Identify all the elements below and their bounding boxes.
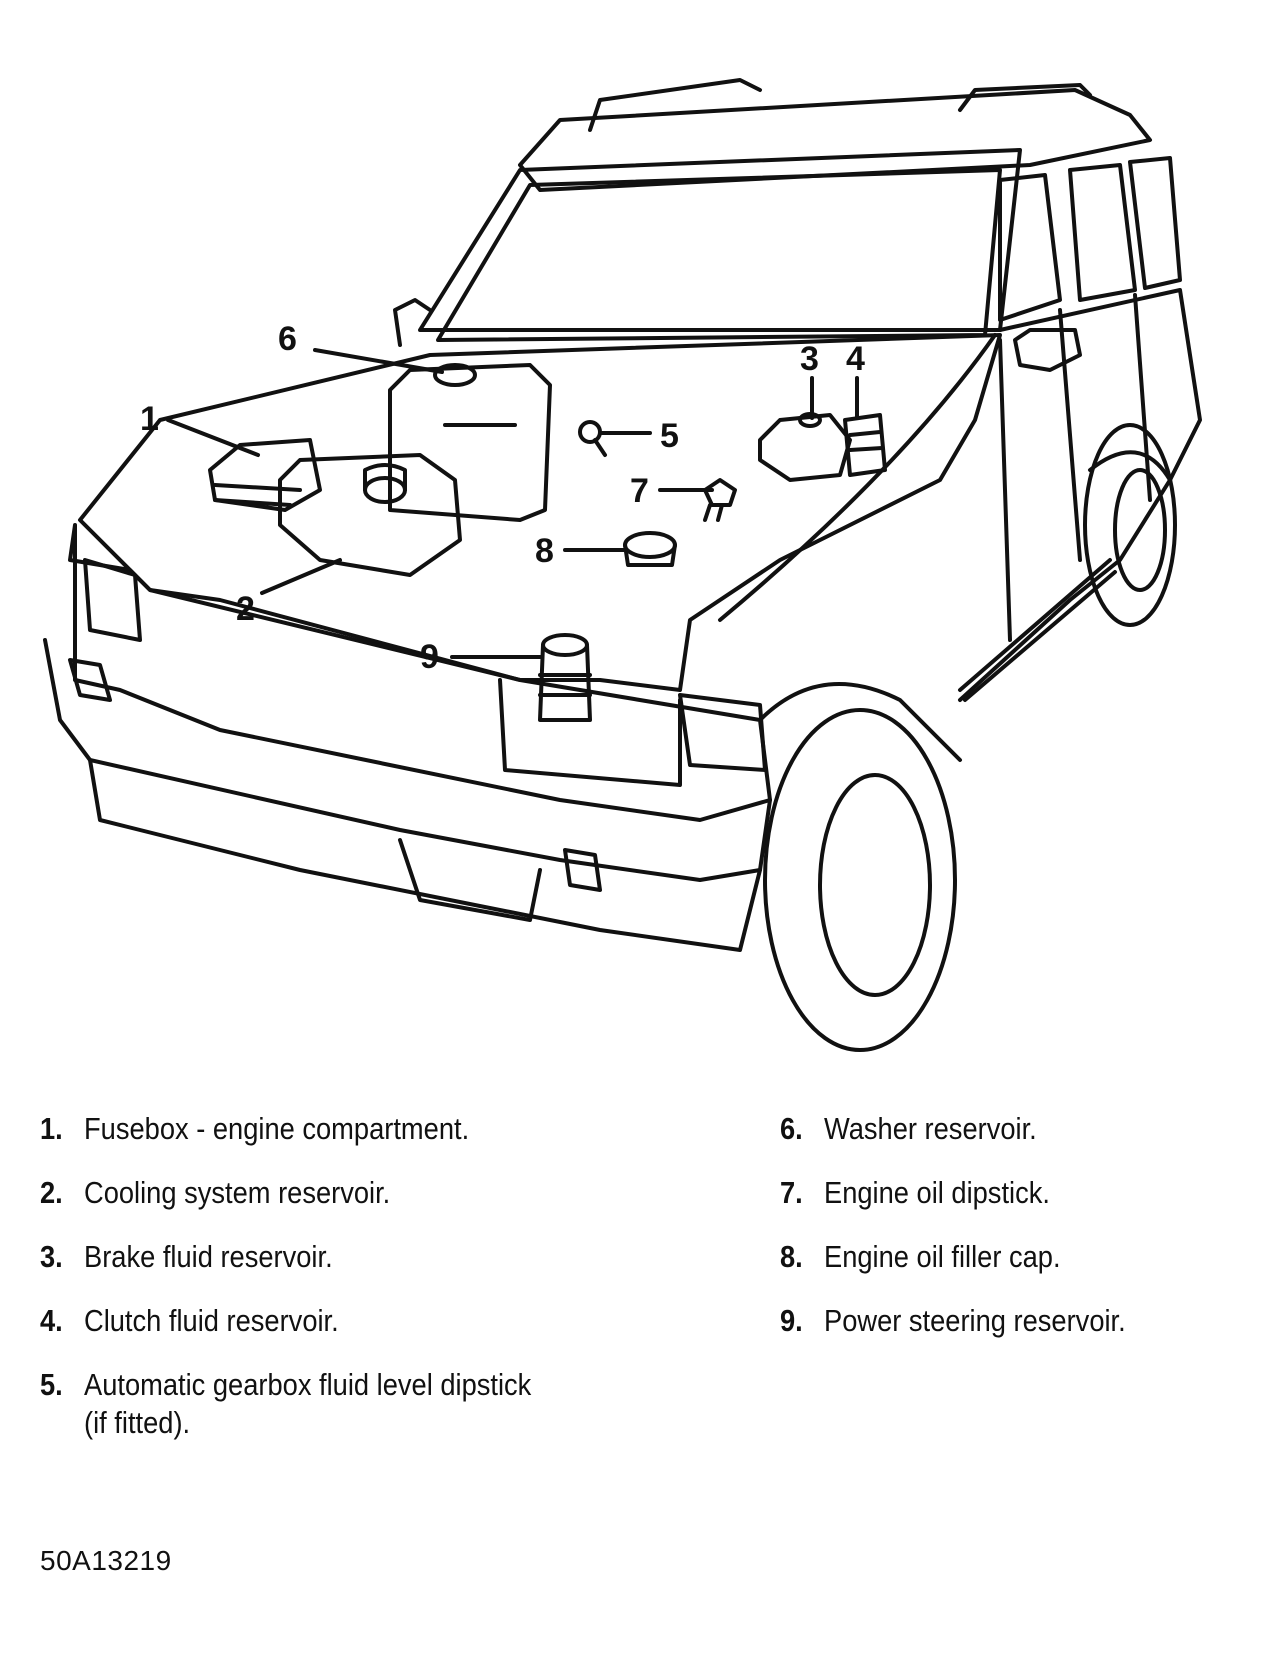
legend-text: Fusebox - engine compartment. [84,1111,470,1146]
leader-1 [166,418,260,457]
door-line-3 [998,338,1012,642]
gearbox-dipstick [578,420,607,457]
legend-number: 6. [780,1111,803,1146]
callout-8: 8 [535,532,554,570]
bonnet-crease [718,333,997,622]
callout-4: 4 [846,340,865,378]
legend-text: Cooling system reservoir. [84,1175,391,1210]
wheel-arch-front [758,682,962,762]
rear-tyre [1083,423,1177,627]
legend-item-2: 2. Cooling system reservoir. [40,1174,603,1212]
legend-number: 2. [40,1175,63,1210]
callout-5: 5 [660,417,679,455]
callout-2: 2 [236,590,255,628]
bonnet [78,333,1002,692]
front-bumper [43,638,772,882]
washer-reservoir [388,363,552,522]
vehicle-roof [518,88,1152,192]
door-line-2 [1133,293,1152,502]
side-window-mid [1068,163,1137,302]
windscreen-glass [436,168,1002,342]
legend-item-6: 6. Washer reservoir. [780,1110,1185,1148]
side-moulding [958,558,1117,702]
legend-number: 5. [40,1367,63,1402]
front-tyre [763,708,957,1052]
headlight-left [83,558,142,642]
callout-numbers: 1 2 3 4 5 6 7 8 9 [140,320,865,676]
bumper-detail-center [563,848,602,892]
mirror-left [393,298,432,347]
legend-text: Clutch fluid reservoir. [84,1303,339,1338]
legend-number: 8. [780,1239,803,1274]
leader-2 [260,558,342,595]
clutch-fluid-reservoir [843,413,887,477]
legend-item-5: 5. Automatic gearbox fluid level dipstic… [40,1366,603,1442]
legend-text-continued: (if fitted). [84,1405,191,1440]
front-wheel-rim [818,773,932,997]
legend-number: 3. [40,1239,63,1274]
legend-item-8: 8. Engine oil filler cap. [780,1238,1185,1276]
callout-1: 1 [140,400,159,438]
bumper-lower [88,758,762,952]
legend-column-left: 1. Fusebox - engine compartment. 2. Cool… [40,1110,680,1468]
figure-code: 50A13219 [40,1545,172,1576]
cooling-system-reservoir [278,453,462,577]
legend-item-7: 7. Engine oil dipstick. [780,1174,1185,1212]
brake-fluid-reservoir [758,412,852,482]
legend-text: Engine oil filler cap. [824,1239,1061,1274]
roof-rail-right [958,83,1092,112]
callout-7: 7 [630,472,649,510]
legend-number: 7. [780,1175,803,1210]
leader-6 [313,348,444,374]
legend-number: 9. [780,1303,803,1338]
legend-number: 4. [40,1303,63,1338]
leader-lines [166,348,859,659]
mirror-right [1013,328,1082,372]
power-steering-reservoir [538,633,592,722]
legend-text: Brake fluid reservoir. [84,1239,333,1274]
legend-item-4: 4. Clutch fluid reservoir. [40,1302,603,1340]
engine-oil-filler-cap [623,531,677,567]
bumper-detail-left [68,658,112,702]
legend-item-3: 3. Brake fluid reservoir. [40,1238,603,1276]
roof-rail-left [588,78,762,132]
legend-column-right: 6. Washer reservoir. 7. Engine oil dipst… [780,1110,1240,1366]
wheel-arch-rear [1088,450,1172,482]
windscreen-frame [418,148,1022,332]
legend-text: Power steering reservoir. [824,1303,1126,1338]
callout-6: 6 [278,320,297,358]
legend-text: Engine oil dipstick. [824,1175,1050,1210]
rear-wheel-rim [1113,468,1167,592]
legend: 1. Fusebox - engine compartment. 2. Cool… [40,1110,1240,1500]
legend-text: Automatic gearbox fluid level dipstick [84,1367,532,1402]
grille [498,678,682,787]
side-window-rear [1128,156,1182,290]
side-window-front [998,173,1062,322]
vehicle-outline [43,78,1202,1052]
engine-oil-dipstick [703,478,737,522]
legend-text: Washer reservoir. [824,1111,1037,1146]
legend-item-1: 1. Fusebox - engine compartment. [40,1110,603,1148]
vehicle-engine-bay-diagram: 1 2 3 4 5 6 7 8 9 [43,78,1202,1052]
bumper-recess [398,838,542,922]
fusebox [208,438,322,512]
legend-item-9: 9. Power steering reservoir. [780,1302,1185,1340]
callout-9: 9 [420,638,439,676]
legend-text-block: Automatic gearbox fluid level dipstick (… [84,1366,531,1442]
legend-number: 1. [40,1111,63,1146]
headlight-right [678,693,767,772]
door-line-1 [1058,308,1082,562]
callout-3: 3 [800,340,819,378]
